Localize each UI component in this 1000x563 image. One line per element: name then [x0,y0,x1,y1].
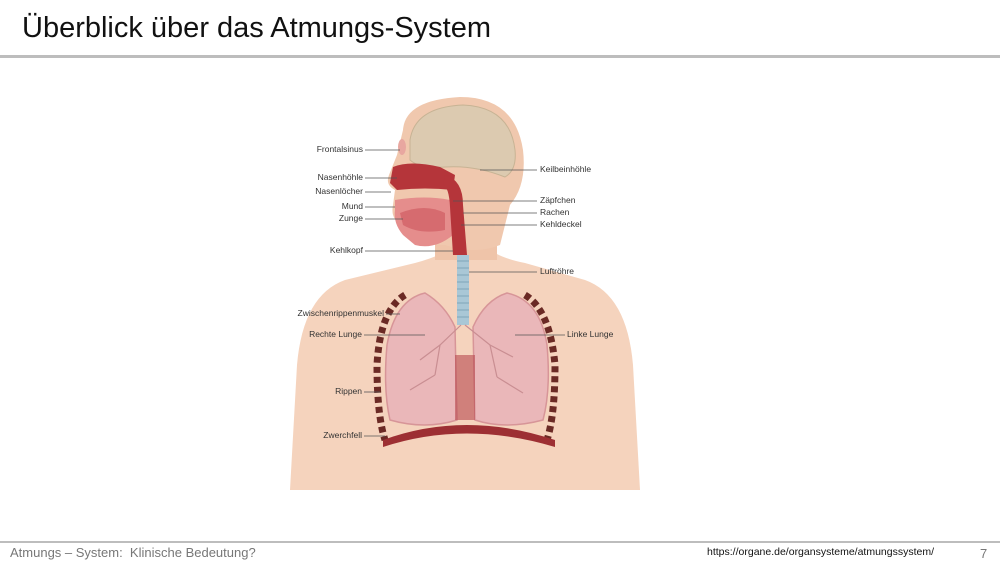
footer-divider [0,541,1000,543]
ribcage-right [523,292,559,442]
label-kehlkopf: Kehlkopf [330,245,364,255]
label-zwerchfell: Zwerchfell [323,430,362,440]
frontal-sinus-shape [398,139,406,155]
bronchi [409,324,524,394]
label-rechte-lunge: Rechte Lunge [309,329,362,339]
label-nasenhoehle: Nasenhöhle [318,172,364,182]
label-linke-lunge: Linke Lunge [567,329,614,339]
slide-title: Überblick über das Atmungs-System [22,12,492,44]
label-zaepfchen: Zäpfchen [540,195,576,205]
label-mund: Mund [342,201,364,211]
label-kehldeckel: Kehldeckel [540,219,582,229]
title-divider [0,55,1000,58]
tongue-shape [400,208,445,232]
label-keilbeinhoehle: Keilbeinhöhle [540,164,591,174]
label-zwischenrippenmuskel: Zwischenrippenmuskel [298,308,385,318]
label-rachen: Rachen [540,207,570,217]
diagram-svg: Frontalsinus Nasenhöhle Nasenlöcher Mund… [290,97,640,490]
heart-shape [455,355,475,420]
pharynx-shape [443,175,467,255]
footer-caption: Atmungs – System: Klinische Bedeutung? [10,545,256,560]
left-lung-shape [472,292,550,426]
label-frontalsinus: Frontalsinus [317,144,363,154]
diaphragm-shape [383,425,555,447]
page-number: 7 [980,546,988,561]
footer-source-link[interactable]: https://organe.de/organsysteme/atmungssy… [707,546,935,558]
label-rippen: Rippen [335,386,362,396]
label-zunge: Zunge [339,213,363,223]
labels-left: Frontalsinus Nasenhöhle Nasenlöcher Mund… [298,144,453,440]
respiratory-system-diagram: Frontalsinus Nasenhöhle Nasenlöcher Mund… [285,95,645,490]
label-nasenloecher: Nasenlöcher [315,186,363,196]
labels-right: Keilbeinhöhle Zäpfchen Rachen Kehldeckel… [453,164,614,339]
trachea-shape [457,255,469,325]
trachea-rings [457,260,469,318]
ribcage-left [373,292,407,442]
nasal-cavity-shape [390,163,455,190]
label-luftroehre: Luftröhre [540,266,574,276]
